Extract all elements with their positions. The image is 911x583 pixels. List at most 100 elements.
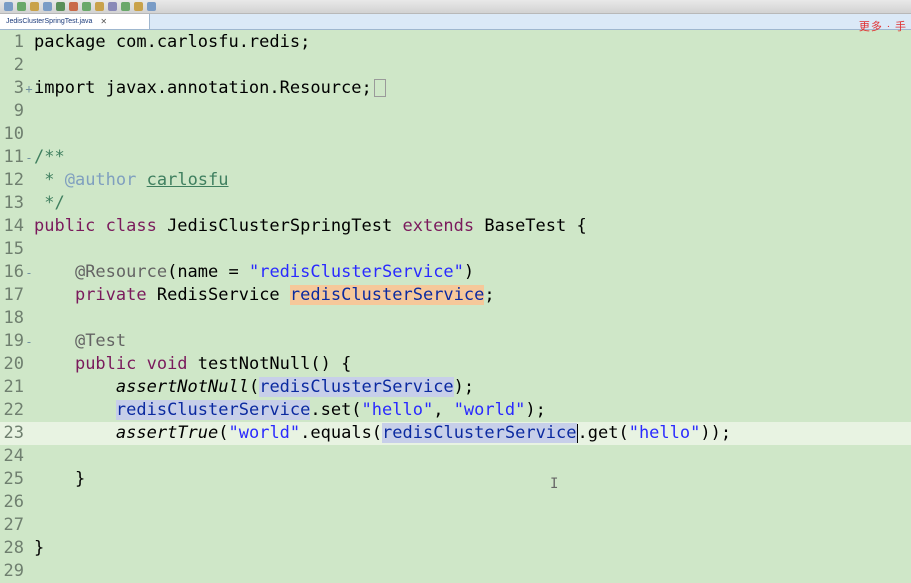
code-token: (name =: [167, 262, 249, 282]
code-line: 1 package com.carlosfu.redis;: [0, 31, 911, 54]
code-token: redisClusterService: [259, 377, 454, 397]
tab-close-icon[interactable]: ✕: [100, 17, 108, 26]
code-token: redisClusterService: [115, 400, 311, 420]
fold-toggle-icon[interactable]: -: [25, 266, 33, 280]
code-token: ): [463, 262, 475, 282]
code-token: ,: [433, 400, 454, 420]
code-line: 3+import javax.annotation.Resource;: [0, 77, 911, 100]
line-text: import javax.annotation.Resource;: [34, 78, 372, 98]
code-token: @Resource: [74, 262, 168, 282]
fold-toggle-icon[interactable]: -: [25, 335, 33, 349]
code-token: (: [218, 423, 229, 443]
code-line: 28}: [0, 537, 911, 560]
code-token: [34, 285, 75, 305]
line-number: 20: [3, 354, 24, 374]
line-text: }: [34, 538, 45, 558]
line-text: package com.carlosfu.redis;: [34, 32, 311, 52]
code-token: carlosfu: [146, 170, 229, 190]
code-token: "hello": [361, 400, 434, 420]
line-number: 29: [3, 561, 24, 581]
toolbar-icon[interactable]: [17, 2, 26, 11]
line-number: 22: [3, 400, 24, 420]
code-token: ;: [484, 285, 495, 305]
code-line: 21 assertNotNull(redisClusterService);: [0, 376, 911, 399]
code-token: extends: [402, 216, 475, 236]
code-line: 22 redisClusterService.set("hello", "wor…: [0, 399, 911, 422]
code-token: private: [74, 285, 147, 305]
code-token: testNotNull() {: [187, 354, 352, 374]
line-number: 17: [3, 285, 24, 305]
toolbar-icon[interactable]: [134, 2, 143, 11]
code-token: *: [34, 170, 65, 190]
toolbar-icon[interactable]: [4, 2, 13, 11]
line-number: 21: [3, 377, 24, 397]
watermark-overlay: 更多 · 手: [858, 21, 907, 33]
line-number: 18: [3, 308, 24, 328]
code-line: 25 }: [0, 468, 911, 491]
code-line: 26: [0, 491, 911, 514]
code-line: 19- @Test: [0, 330, 911, 353]
code-token: JedisClusterSpringTest: [156, 216, 403, 236]
line-number: 1: [13, 32, 24, 52]
line-number: 10: [3, 124, 24, 144]
line-number: 13: [3, 193, 24, 213]
toolbar-icon[interactable]: [43, 2, 52, 11]
code-token: "hello": [628, 423, 701, 443]
fold-toggle-icon[interactable]: +: [25, 82, 33, 96]
code-token: (: [248, 377, 260, 397]
code-token: );: [525, 400, 546, 420]
line-number: 25: [3, 469, 24, 489]
line-number: 14: [3, 216, 24, 236]
toolbar-icon[interactable]: [147, 2, 156, 11]
code-token: @author: [64, 170, 137, 190]
code-line: 24: [0, 445, 911, 468]
code-token: [34, 354, 75, 374]
tab-label: JedisClusterSpringTest.java: [6, 18, 93, 25]
editor-tab-bar: JedisClusterSpringTest.java ✕: [0, 14, 911, 30]
toolbar-icon[interactable]: [69, 2, 78, 11]
code-token: .set(: [310, 400, 362, 420]
code-line: 12 * @author carlosfu: [0, 169, 911, 192]
code-line: 10: [0, 123, 911, 146]
current-code-line: 23 assertTrue("world".equals(redisCluste…: [0, 422, 911, 445]
fold-toggle-icon[interactable]: -: [25, 151, 33, 165]
line-number: 19: [3, 331, 24, 351]
code-line: 15: [0, 238, 911, 261]
code-token: .get(: [577, 423, 629, 443]
code-token: [34, 400, 116, 420]
code-token: assertTrue: [115, 423, 219, 443]
toolbar-icon[interactable]: [82, 2, 91, 11]
text-caret: [576, 423, 578, 443]
code-line: 18: [0, 307, 911, 330]
code-token: BaseTest {: [474, 216, 587, 236]
code-token: [34, 331, 75, 351]
code-line: 20 public void testNotNull() {: [0, 353, 911, 376]
line-number: 28: [3, 538, 24, 558]
editor-tab[interactable]: JedisClusterSpringTest.java ✕: [0, 14, 150, 29]
code-line: 17 private RedisService redisClusterServ…: [0, 284, 911, 307]
code-token: [34, 423, 116, 443]
code-line: 29: [0, 560, 911, 583]
code-line: 16- @Resource(name = "redisClusterServic…: [0, 261, 911, 284]
toolbar-icon[interactable]: [30, 2, 39, 11]
folded-imports-marker[interactable]: [373, 79, 386, 97]
code-token: RedisService: [146, 285, 290, 305]
toolbar-icon[interactable]: [95, 2, 104, 11]
toolbar-icon[interactable]: [56, 2, 65, 11]
code-token: "world": [228, 423, 301, 443]
toolbar-icon[interactable]: [121, 2, 130, 11]
line-number: 24: [3, 446, 24, 466]
code-token: "redisClusterService": [248, 262, 464, 282]
toolbar-icon[interactable]: [108, 2, 117, 11]
code-token: [34, 377, 116, 397]
line-text: */: [34, 193, 65, 213]
code-token: );: [453, 377, 475, 397]
line-number: 11: [3, 147, 24, 167]
line-number: 16: [3, 262, 24, 282]
line-text: /**: [34, 147, 65, 167]
line-text: }: [34, 469, 86, 489]
code-line: 27: [0, 514, 911, 537]
code-line: 13 */: [0, 192, 911, 215]
